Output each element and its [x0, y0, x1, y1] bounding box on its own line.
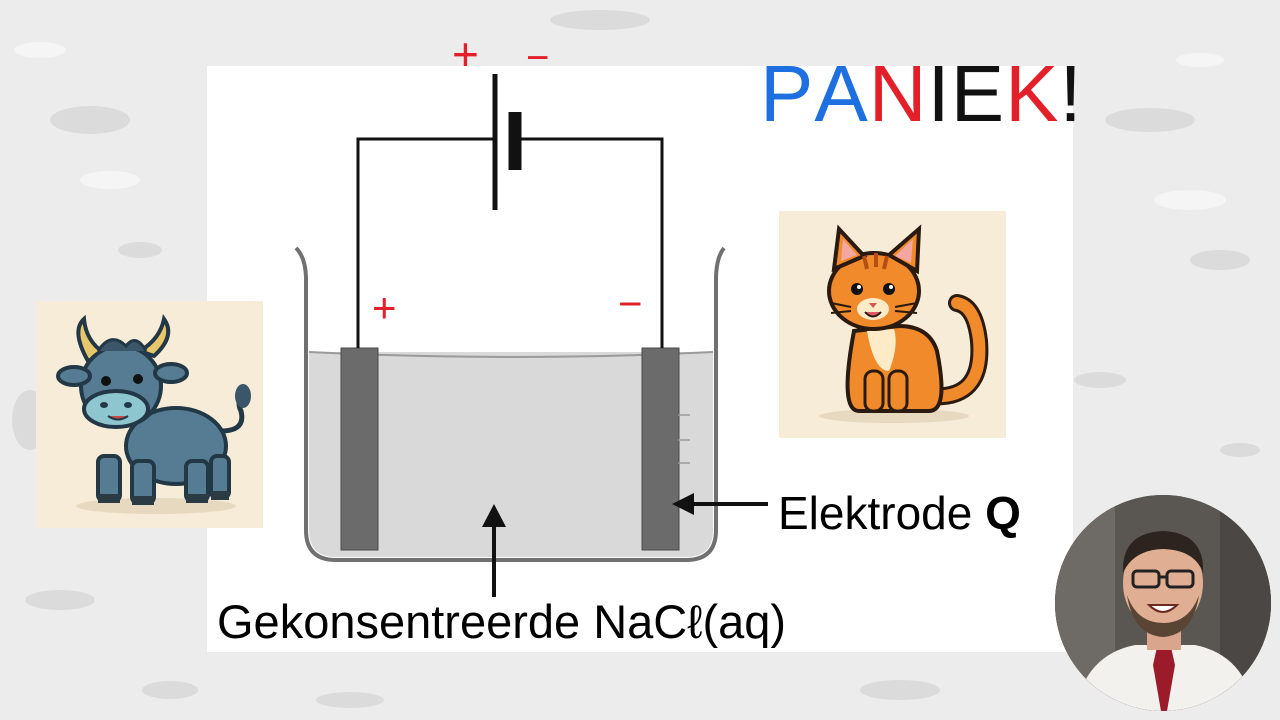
right-electrode-minus-sign: −	[618, 280, 643, 327]
title-letter: !	[1059, 49, 1083, 138]
nacl-solution	[309, 352, 713, 557]
electrode-q-label-prefix: Elektrode	[778, 487, 986, 539]
beaker	[294, 246, 726, 562]
electrode-q-label: Elektrode Q	[778, 487, 1021, 539]
paniek-title: PANIEK!	[760, 52, 1083, 136]
presenter-avatar	[1055, 495, 1271, 711]
title-letter: P	[760, 49, 815, 138]
circuit-wire-right	[515, 137, 664, 348]
electrode-q	[641, 347, 680, 551]
circuit-wire-left	[356, 137, 495, 348]
battery-minus-sign: −	[526, 36, 550, 80]
electrode-q-label-letter: Q	[985, 487, 1021, 539]
title-letter: N	[868, 49, 928, 138]
battery-plus-sign: +	[452, 28, 479, 80]
presenter-webcam	[1055, 495, 1271, 711]
left-electrode	[340, 347, 379, 551]
nacl-label: Gekonsentreerde NaCℓ(aq)	[217, 595, 787, 648]
electrode-q-arrowhead	[672, 493, 694, 515]
cartoon-cat-icon	[779, 211, 1006, 438]
title-letter: I	[927, 49, 951, 138]
cartoon-bull-icon	[36, 301, 263, 528]
title-letter: E	[950, 49, 1006, 138]
solution-arrowhead	[482, 504, 506, 527]
left-electrode-plus-sign: +	[372, 284, 397, 331]
title-letter: K	[1005, 49, 1060, 138]
title-letter: A	[814, 49, 869, 138]
